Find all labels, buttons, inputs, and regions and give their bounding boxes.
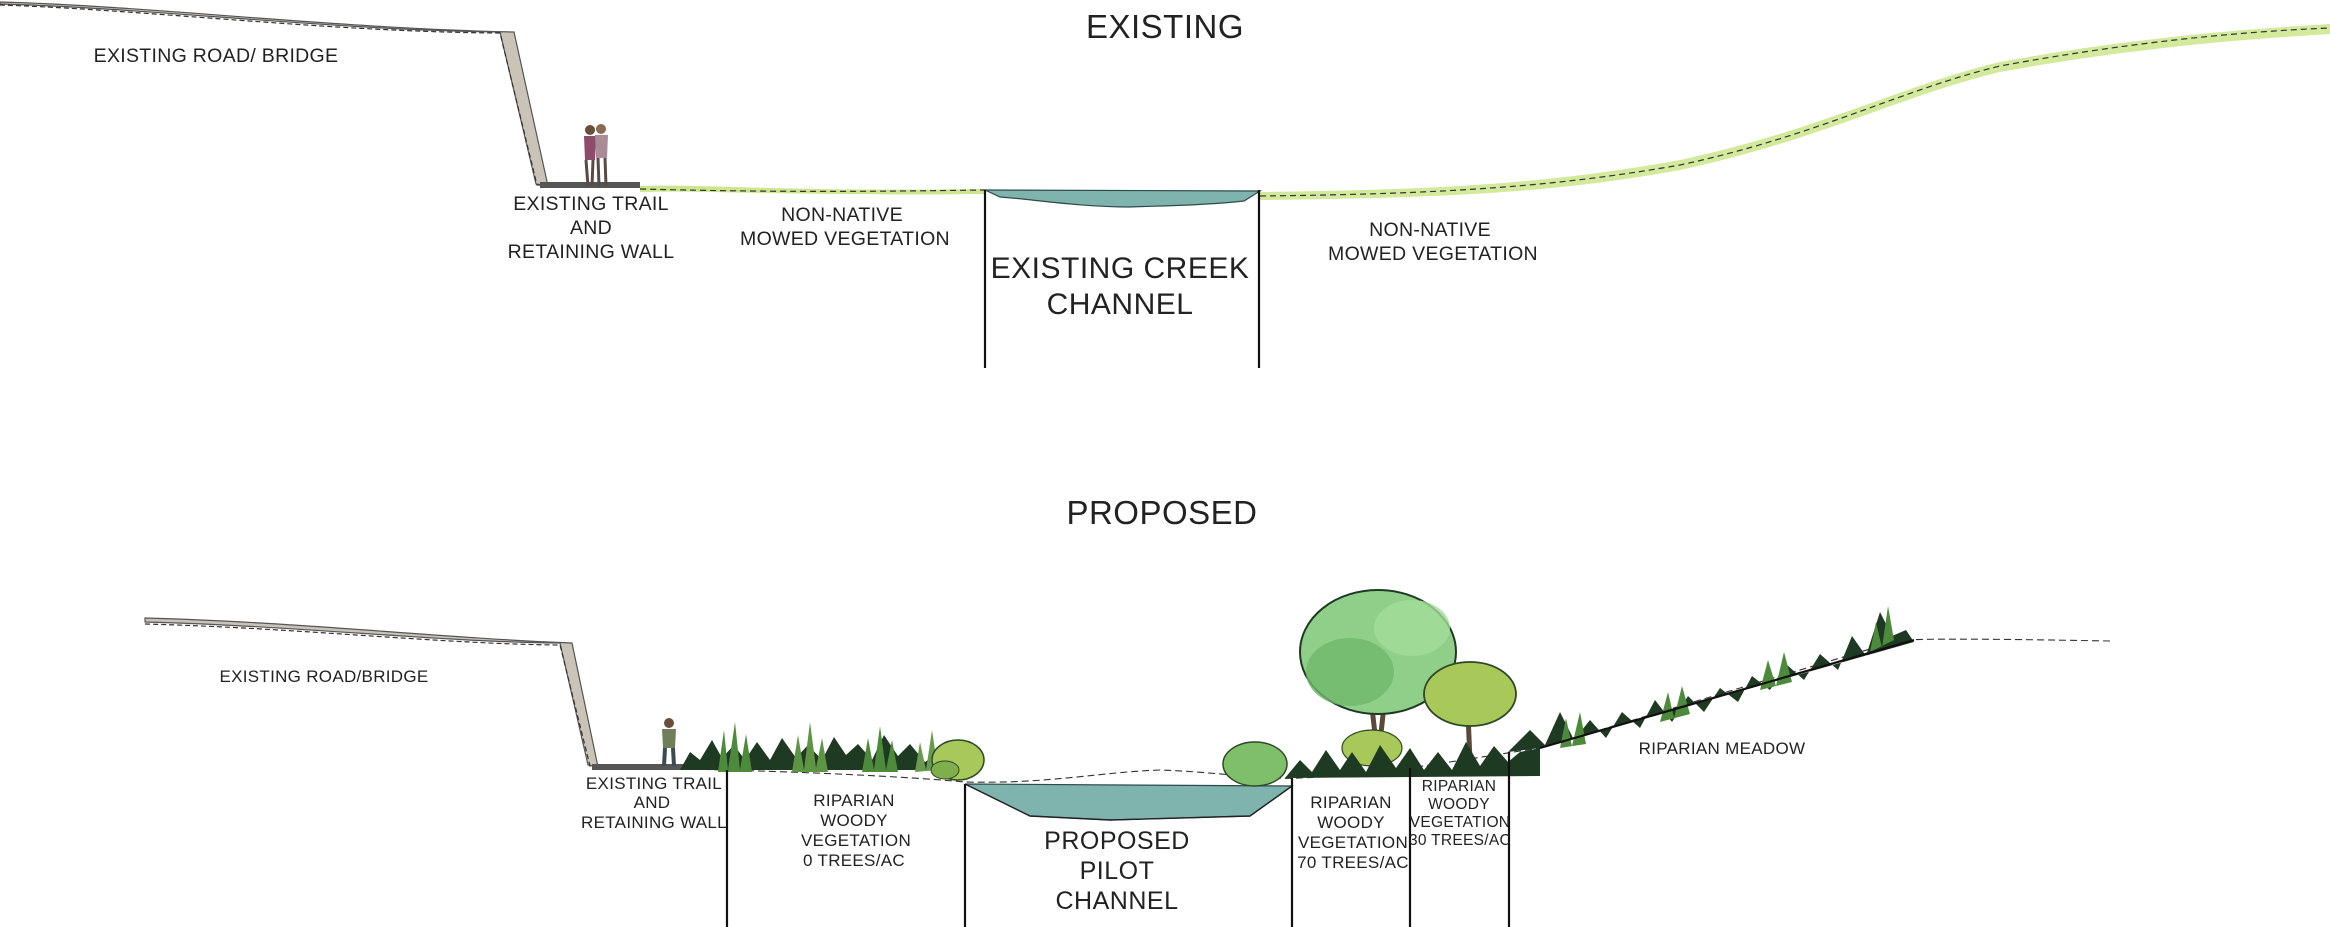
svg-text:VEGETATION: VEGETATION	[1298, 833, 1408, 852]
proposed-trail-surface	[592, 764, 727, 770]
existing-veg-left-label: NON-NATIVE MOWED VEGETATION	[740, 204, 950, 250]
proposed-channel-water	[964, 783, 1294, 821]
riparian-30-label: RIPARIAN WOODY VEGETATION 30 TREES/AC	[1409, 778, 1511, 849]
existing-grass-left	[640, 185, 985, 195]
riparian-70-label: RIPARIAN WOODY VEGETATION 70 TREES/AC	[1297, 793, 1409, 872]
svg-text:NON-NATIVE: NON-NATIVE	[1369, 219, 1491, 241]
svg-text:EXISTING TRAIL: EXISTING TRAIL	[513, 193, 669, 215]
existing-creek-water	[984, 189, 1263, 208]
svg-text:30 TREES/AC: 30 TREES/AC	[1409, 832, 1511, 849]
existing-trail-surface	[540, 182, 640, 188]
riparian-left-label: RIPARIAN WOODY VEGETATION 0 TREES/AC	[801, 791, 911, 870]
proposed-channel-label: PROPOSED PILOT CHANNEL	[1044, 827, 1190, 915]
svg-text:WOODY: WOODY	[1428, 796, 1490, 813]
svg-text:RETAINING WALL: RETAINING WALL	[508, 241, 675, 263]
svg-text:PROPOSED: PROPOSED	[1044, 827, 1190, 855]
svg-text:CHANNEL: CHANNEL	[1056, 887, 1179, 915]
riparian-meadow	[1508, 612, 1914, 752]
svg-text:AND: AND	[570, 217, 612, 239]
existing-road-label: EXISTING ROAD/ BRIDGE	[94, 45, 339, 67]
svg-text:VEGETATION: VEGETATION	[1410, 814, 1511, 831]
tree-icon	[1222, 589, 1517, 787]
svg-text:WOODY: WOODY	[820, 811, 888, 830]
svg-text:EXISTING CREEK: EXISTING CREEK	[991, 252, 1250, 285]
svg-text:EXISTING TRAIL: EXISTING TRAIL	[586, 774, 722, 793]
proposed-section: PROPOSED	[144, 494, 2111, 927]
svg-text:CHANNEL: CHANNEL	[1047, 288, 1194, 321]
existing-veg-right-label: NON-NATIVE MOWED VEGETATION	[1328, 219, 1538, 265]
existing-grass-right	[1260, 24, 2330, 200]
pedestrian-couple-icon	[584, 124, 608, 187]
riparian-vegetation-right	[1285, 742, 1540, 778]
proposed-trail-label: EXISTING TRAIL AND RETAINING WALL	[581, 774, 727, 832]
proposed-road-bridge	[144, 617, 599, 768]
existing-trail-label: EXISTING TRAIL AND RETAINING WALL	[508, 193, 675, 263]
svg-text:MOWED VEGETATION: MOWED VEGETATION	[1328, 243, 1538, 265]
svg-text:NON-NATIVE: NON-NATIVE	[781, 204, 903, 226]
svg-text:RIPARIAN: RIPARIAN	[1310, 793, 1391, 812]
existing-section: EXISTING EXISTING ROAD/ BRIDGE EXISTING …	[0, 1, 2330, 368]
svg-text:0 TREES/AC: 0 TREES/AC	[803, 851, 905, 870]
svg-text:70 TREES/AC: 70 TREES/AC	[1297, 853, 1409, 872]
existing-road-bridge	[0, 1, 549, 187]
svg-text:MOWED VEGETATION: MOWED VEGETATION	[740, 228, 950, 250]
pedestrian-icon	[662, 718, 676, 767]
svg-text:AND: AND	[634, 793, 671, 812]
svg-text:WOODY: WOODY	[1317, 813, 1385, 832]
proposed-zone-dividers	[725, 752, 1511, 927]
riparian-meadow-label: RIPARIAN MEADOW	[1639, 739, 1806, 758]
proposed-title: PROPOSED	[1066, 494, 1257, 531]
shrub-icon	[718, 722, 985, 781]
svg-text:VEGETATION: VEGETATION	[801, 831, 911, 850]
svg-text:RETAINING WALL: RETAINING WALL	[581, 813, 727, 832]
svg-text:RIPARIAN: RIPARIAN	[813, 791, 894, 810]
existing-channel-label: EXISTING CREEK CHANNEL	[991, 252, 1250, 321]
proposed-road-label: EXISTING ROAD/BRIDGE	[219, 667, 428, 686]
existing-title: EXISTING	[1086, 8, 1244, 45]
svg-text:PILOT: PILOT	[1080, 857, 1155, 885]
svg-text:RIPARIAN: RIPARIAN	[1422, 778, 1496, 795]
